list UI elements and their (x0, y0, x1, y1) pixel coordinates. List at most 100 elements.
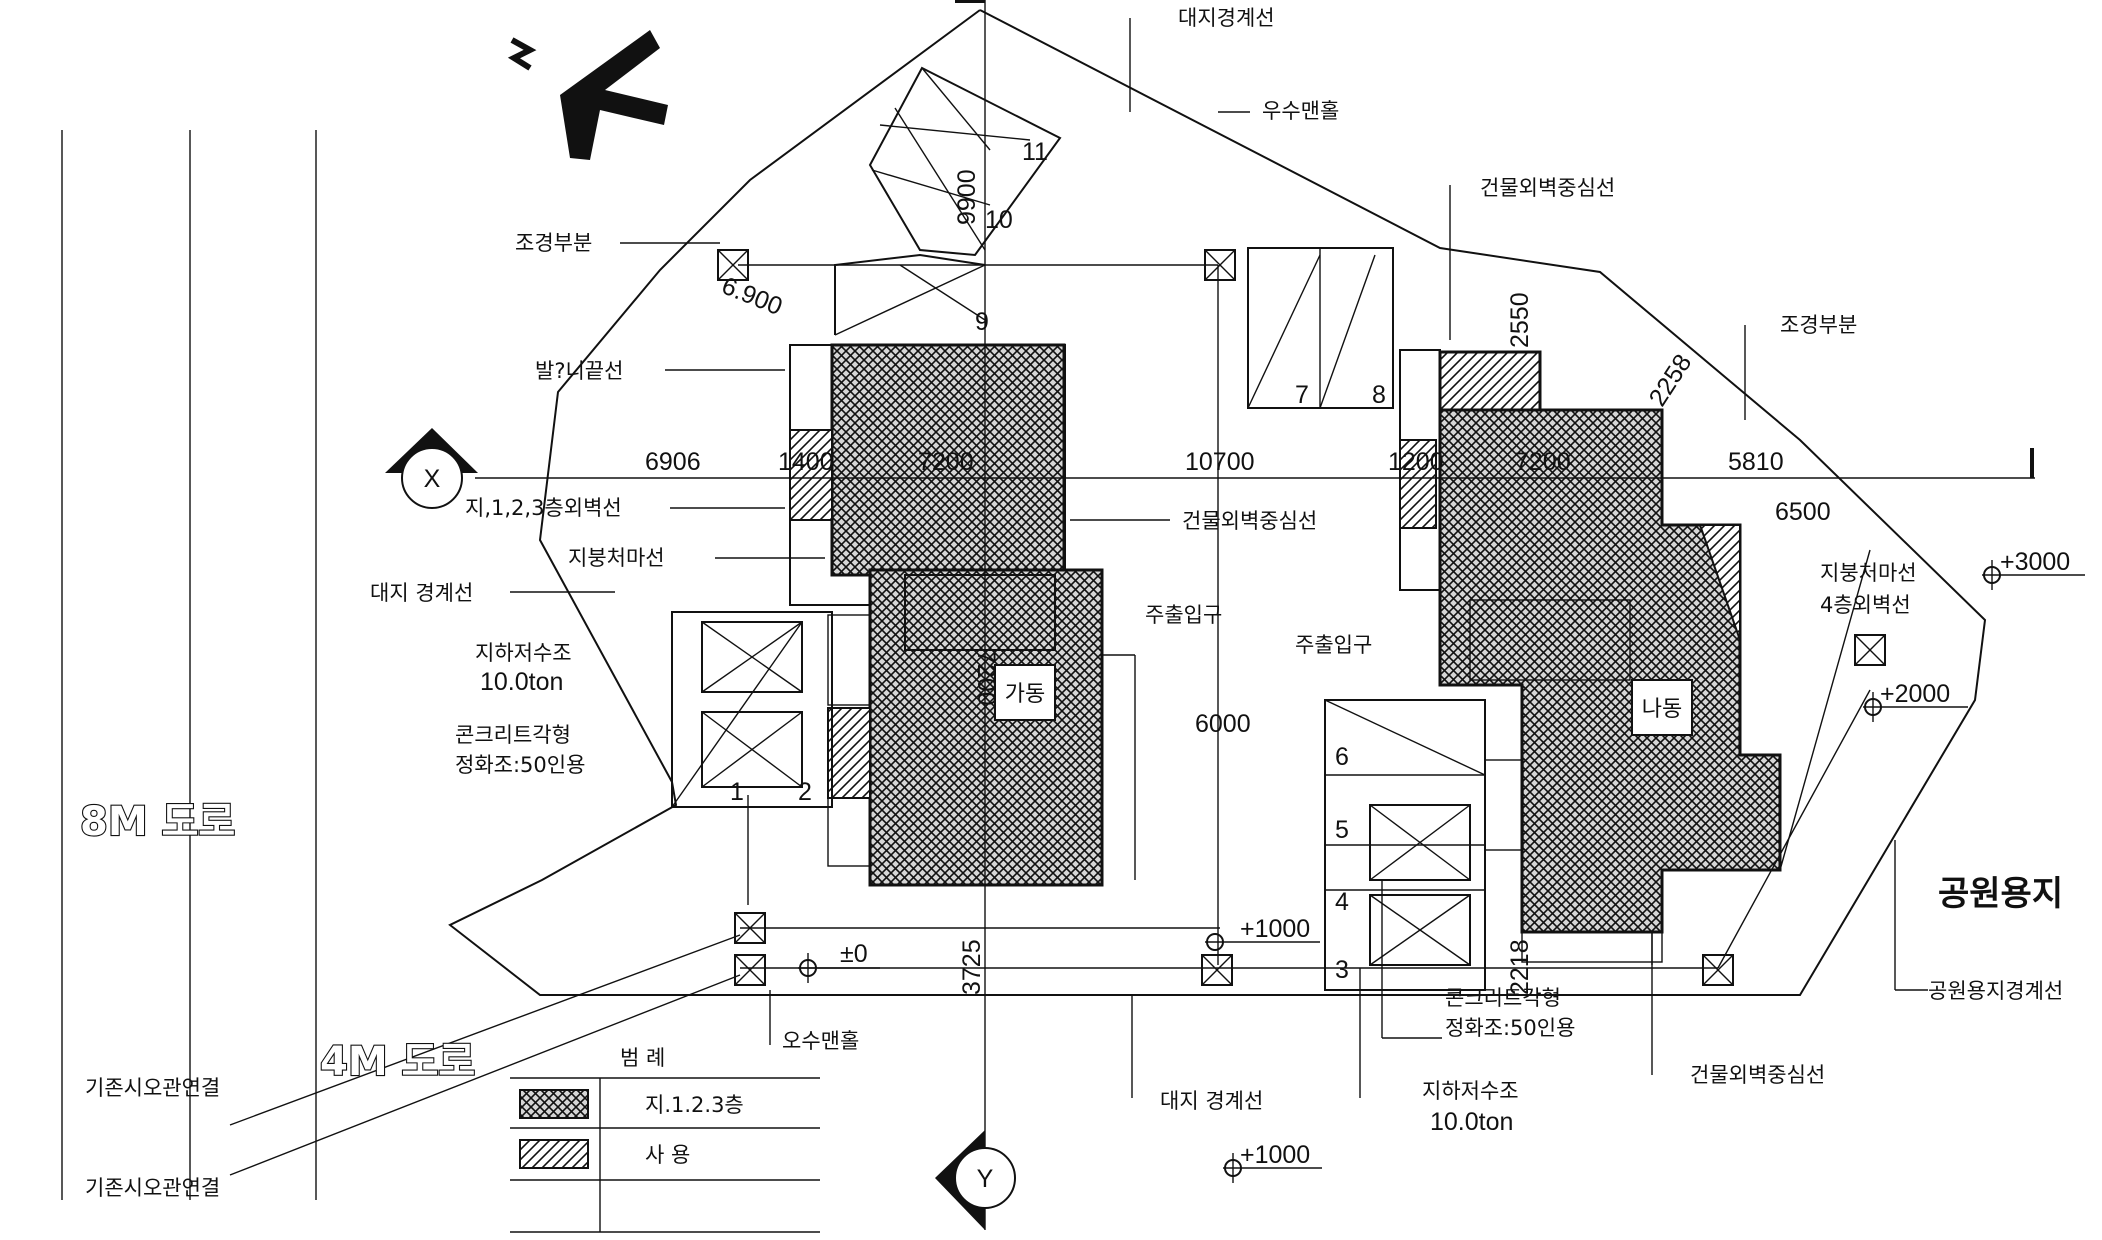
building-a-hatch-upper (830, 343, 1066, 577)
svg-text:Y: Y (977, 1165, 994, 1193)
road-8m-lines (61, 130, 317, 1200)
dim-10700: 10700 (1185, 448, 1255, 476)
dim-1400: 1400 (778, 448, 834, 476)
level-marker-1000b (1223, 1153, 1322, 1183)
dim-6900: 6.900 (718, 272, 786, 321)
label-park-site: 공원용지 (1938, 874, 2063, 914)
label-site-boundary-left: 대지 경계선 (370, 581, 473, 605)
building-a-tag (994, 664, 1056, 721)
dim-5810: 5810 (1728, 448, 1784, 476)
label-balcony-line: 발?니끝선 (535, 359, 623, 383)
level-1000b: +1000 (1240, 1141, 1310, 1169)
legend-swatch-1 (519, 1089, 589, 1119)
label-wall-center-right-top: 건물외벽중심선 (1480, 176, 1615, 200)
label-tank-left-2: 10.0ton (480, 668, 563, 696)
building-b-tag (1631, 679, 1693, 736)
block-number: 2 (798, 778, 812, 806)
label-tank-left-1: 지하저수조 (475, 641, 572, 665)
building-b-top-hatch (1438, 350, 1542, 412)
dim-1200: 1200 (1388, 448, 1444, 476)
label-entrance-a: 주출입구 (1145, 603, 1222, 627)
block-number: 5 (1335, 816, 1349, 844)
label-roof-eave-left: 지붕처마선 (568, 546, 665, 570)
left-tanks (671, 611, 833, 808)
manhole-bottom-left-2 (734, 954, 766, 986)
label-tank-bottom-2: 10.0ton (1430, 1108, 1513, 1136)
block-number: 4 (1335, 888, 1349, 916)
label-landscape-right: 조경부분 (1780, 313, 1857, 337)
grid-lines (475, 0, 2035, 1230)
label-roof-eave-right: 지붕처마선 (1820, 561, 1917, 585)
building-b-side-hatch (1399, 439, 1437, 529)
manhole-top-left (717, 249, 749, 281)
label-site-boundary-top: 대지경계선 (1178, 6, 1275, 30)
leader-lines (510, 18, 1928, 1098)
building-a: 가동 (789, 343, 1136, 887)
label-septic-bottom-2: 정화조:50인용 (1445, 1016, 1575, 1040)
block-number: 7 (1295, 381, 1309, 409)
dim-2550: 2550 (1506, 292, 1534, 348)
block-number: 3 (1335, 956, 1349, 984)
dim-6500: 6500 (1775, 498, 1831, 526)
level-2000: +2000 (1880, 680, 1950, 708)
building-a-label: 가동 (1005, 682, 1045, 707)
label-sewer-connect-1: 기존시오관연결 (85, 1076, 220, 1100)
label-site-boundary-bottom: 대지 경계선 (1160, 1089, 1263, 1113)
label-fourth-floor-wall: 4층외벽선 (1820, 593, 1911, 617)
legend-row-1: 지.1.2.3층 (645, 1093, 744, 1117)
block-number: 1 (730, 778, 744, 806)
label-tank-bottom-1: 지하저수조 (1422, 1079, 1519, 1103)
label-road-8m: 8M 도로 (80, 799, 235, 845)
dim-2218: 2218 (1506, 939, 1534, 995)
block-number: 6 (1335, 743, 1349, 771)
svg-text:X: X (424, 465, 441, 493)
building-a-side-hatch-bottom (827, 707, 871, 799)
label-park-boundary: 공원용지경계선 (1928, 979, 2063, 1003)
label-wall-center-mid: 건물외벽중심선 (1182, 509, 1317, 533)
label-septic-left-2: 정화조:50인용 (455, 753, 585, 777)
label-septic-bottom-1: 콘크리트각형 (1445, 986, 1561, 1010)
dim-7200v: 7200 (972, 650, 1000, 706)
dim-7200a: 7200 (918, 448, 974, 476)
label-floor-wall-line: 지,1,2,3층외벽선 (465, 496, 622, 520)
manholes (717, 249, 1886, 986)
level-1000a: +1000 (1240, 915, 1310, 943)
bottom-tanks (1324, 699, 1486, 991)
dim-6000: 6000 (1195, 710, 1251, 738)
grid-marker-x: X (385, 428, 478, 509)
legend-row-2: 사 용 (645, 1143, 690, 1167)
label-wall-center-bottom: 건물외벽중심선 (1690, 1063, 1825, 1087)
level-marker-1000a (1205, 933, 1320, 951)
manhole-bottom-left-1 (734, 912, 766, 944)
legend-title: 범 례 (620, 1046, 665, 1070)
building-a-side-hatch-top (789, 429, 833, 521)
dim-3725: 3725 (958, 939, 986, 995)
label-road-4m: 4M 도로 (320, 1039, 475, 1085)
block-number: 8 (1372, 381, 1386, 409)
manhole-bottom-right (1702, 954, 1734, 986)
levels: +3000 +2000 +1000 ±0 +1000 (840, 548, 2070, 1169)
north-arrow (507, 30, 668, 160)
building-b: 나동 (1399, 349, 1782, 963)
block-numbers: 11 10 9 7 8 1 2 6 5 4 3 (730, 138, 1386, 984)
label-sewer-manhole: 오수맨홀 (782, 1029, 859, 1053)
block-7-8 (1247, 247, 1394, 409)
north-wing (834, 66, 1062, 336)
dim-6906: 6906 (645, 448, 701, 476)
label-landscape-left: 조경부분 (515, 231, 592, 255)
label-sewer-connect-2: 기존시오관연결 (85, 1176, 220, 1200)
building-b-hatch (1438, 408, 1782, 934)
drainage-lines (229, 264, 1871, 1176)
site-boundary (448, 9, 1987, 996)
block-number: 9 (975, 308, 989, 336)
level-marker-2000 (1863, 692, 1968, 722)
dim-9900: 9900 (953, 169, 981, 225)
manhole-top-mid (1204, 249, 1236, 281)
manhole-right (1854, 634, 1886, 666)
manhole-bottom-mid (1201, 954, 1233, 986)
level-0: ±0 (840, 940, 868, 968)
building-b-corner-hatch (1698, 524, 1741, 641)
block-number: 10 (985, 206, 1013, 234)
grid-marker-y: Y (935, 1130, 1016, 1230)
dimensions: 9900 6.900 6906 1400 7200 10700 1200 720… (645, 169, 1831, 995)
